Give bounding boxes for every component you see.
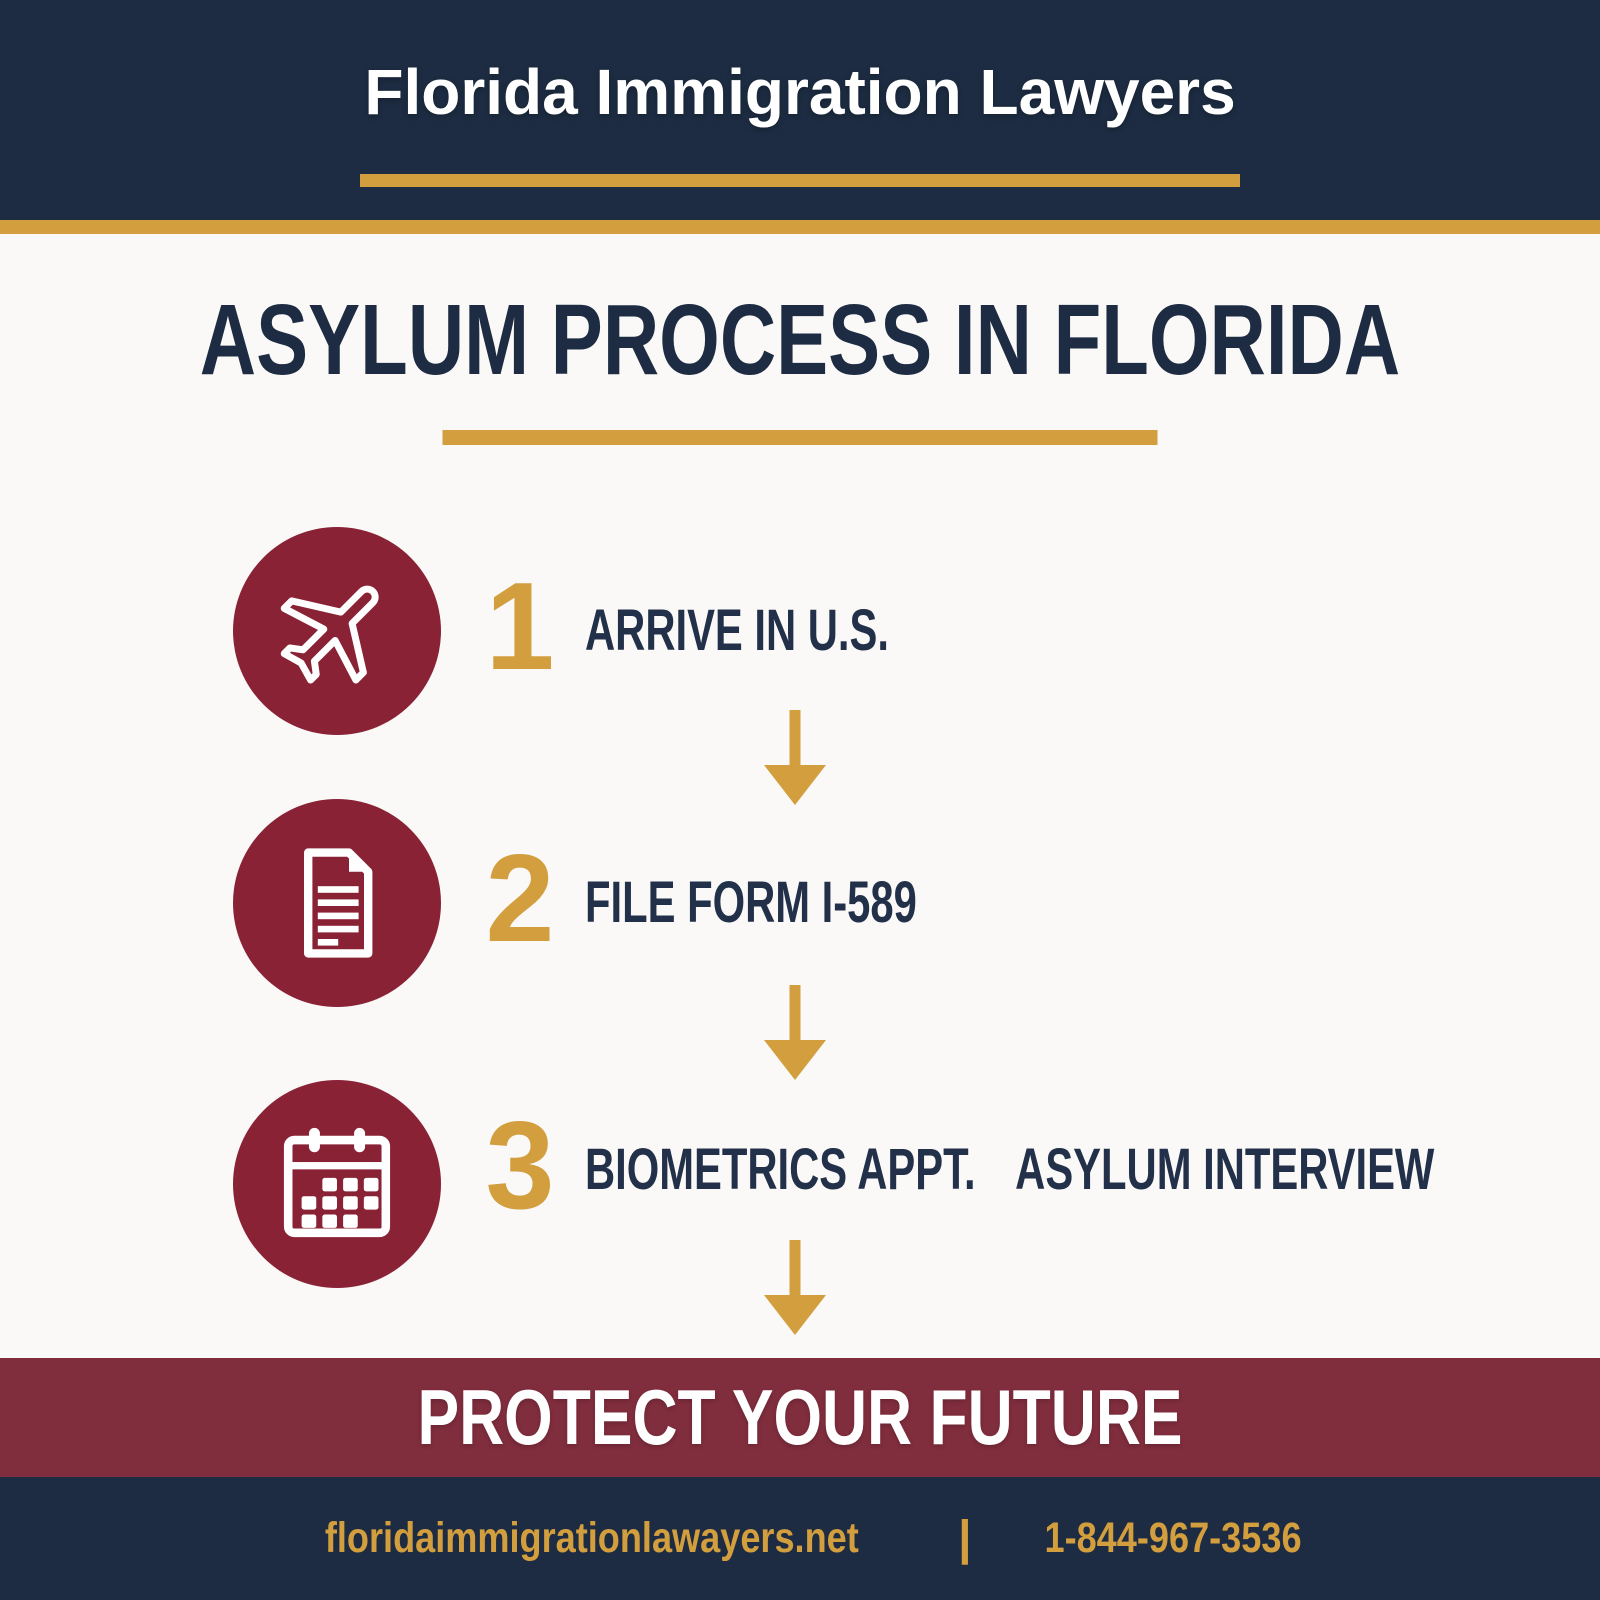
step-2-label-row: FILE FORM I-589: [585, 872, 917, 934]
cta-banner: PROTECT YOUR FUTURE: [0, 1358, 1600, 1477]
step-3-circle: [233, 1080, 441, 1288]
step-2-circle: [233, 799, 441, 1007]
footer-separator: |: [958, 1511, 972, 1565]
header-gold-divider: [0, 220, 1600, 234]
down-arrow-icon: [764, 1240, 826, 1335]
step-2-number: 2: [485, 830, 555, 968]
step-1-label: ARRIVE IN U.S.: [585, 598, 889, 663]
step-1-label-row: ARRIVE IN U.S.: [585, 600, 889, 662]
brand-title: Florida Immigration Lawyers: [364, 56, 1236, 128]
cta-banner-text: PROTECT YOUR FUTURE: [417, 1373, 1183, 1461]
page-title: ASYLUM PROCESS IN FLORIDA: [199, 284, 1401, 396]
step-2-label: FILE FORM I-589: [585, 870, 917, 935]
header-underline-divider: [360, 174, 1240, 187]
title-underline-divider: [442, 430, 1158, 445]
down-arrow-icon: [764, 710, 826, 805]
step-1-number: 1: [485, 558, 555, 696]
down-arrow-icon: [764, 985, 826, 1080]
footer-phone-link[interactable]: 1-844-967-3536: [1043, 1514, 1302, 1562]
step-3-label-row: BIOMETRICS APPT. ASYLUM INTERVIEW: [585, 1139, 1434, 1201]
header: Florida Immigration Lawyers: [0, 0, 1600, 220]
footer: floridaimmigrationlawayers.net | 1-844-9…: [0, 1477, 1600, 1600]
step-1-circle: [233, 527, 441, 735]
plane-icon: [280, 585, 379, 684]
footer-website-link[interactable]: floridaimmigrationlawayers.net: [325, 1514, 860, 1562]
document-icon: [304, 848, 373, 958]
step-3-label: BIOMETRICS APPT.: [585, 1137, 976, 1202]
step-3-number: 3: [485, 1097, 555, 1235]
calendar-icon: [283, 1127, 391, 1238]
step-3-label-secondary: ASYLUM INTERVIEW: [1015, 1137, 1435, 1202]
